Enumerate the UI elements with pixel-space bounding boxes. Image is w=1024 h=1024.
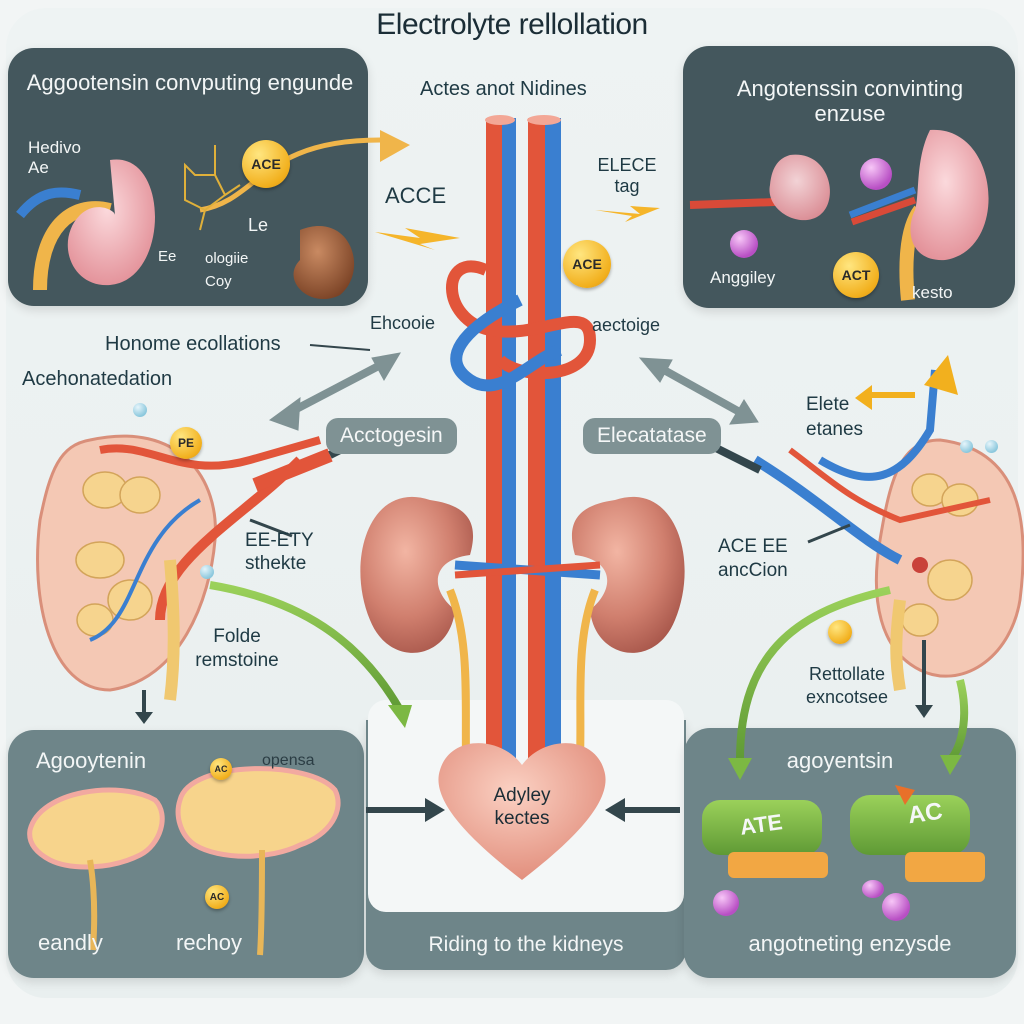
bottom-right-caption: angotneting enzysde xyxy=(748,931,952,956)
ac-badge-top: AC xyxy=(210,758,232,780)
molecule-bead xyxy=(882,893,910,921)
label-folde: Folde remstoine xyxy=(195,626,279,671)
bottom-left-label-eandly: eandly xyxy=(38,930,103,955)
top-left-label-le: Le xyxy=(248,215,269,235)
droplet xyxy=(200,565,214,579)
lightning-left xyxy=(375,228,460,250)
top-left-label-ologiie: ologiie Coy xyxy=(205,250,249,290)
label-elete: Elete etanes xyxy=(806,394,864,440)
diagram-title: Electrolyte rellollation xyxy=(376,8,648,41)
label-acce: ACCE xyxy=(385,183,447,208)
label-hormone: Honome ecollations xyxy=(105,333,281,355)
bottom-left-label-rechoy: rechoy xyxy=(176,930,243,955)
label-ace-ee: ACE EE ancCion xyxy=(718,536,788,581)
label-ehcooie: Ehcooie xyxy=(370,313,436,333)
bottom-center-caption: Riding to the kidneys xyxy=(428,933,624,956)
bottom-right-art xyxy=(702,785,985,882)
left-kidney-section xyxy=(36,434,322,724)
central-vessels xyxy=(446,115,597,758)
molecule-bead xyxy=(713,890,739,916)
droplet xyxy=(985,440,998,453)
label-aectoige: aectoige xyxy=(592,315,661,335)
bottom-left-heading: Agooytenin xyxy=(36,748,147,773)
top-left-label-hedivo: Hedivo Ae xyxy=(28,138,81,177)
label-rettollate: Rettollate exncotsee xyxy=(805,664,889,708)
act-badge: ACT xyxy=(833,252,879,298)
center-ace-badge: ACE xyxy=(563,240,611,288)
pe-badge: PE xyxy=(170,427,202,459)
bottom-left-art xyxy=(27,766,341,956)
small-badge xyxy=(828,620,852,644)
top-right-art xyxy=(689,129,989,301)
bottom-right-heading: agoyentsin xyxy=(786,748,894,773)
label-elece-tag: ELECE tag xyxy=(597,155,657,196)
top-right-label-anggiley: Anggiley xyxy=(710,268,776,287)
tag-elecatase: Elecatatase xyxy=(583,418,721,454)
top-right-label-kesto: kesto xyxy=(912,283,953,302)
tag-acctogesin: Acctogesin xyxy=(326,418,457,454)
ace-badge: ACE xyxy=(242,140,290,188)
top-left-heading: Aggootensin convputing engunde xyxy=(26,70,354,95)
droplet xyxy=(960,440,973,453)
top-left-label-ee: Ee xyxy=(158,248,177,265)
ac-badge-bottom: AC xyxy=(205,885,229,909)
heart-label: Adyley kectes xyxy=(493,785,551,829)
flow-arrows xyxy=(268,352,759,431)
lightning-right xyxy=(595,206,660,222)
block-ac-label: AC xyxy=(906,797,945,830)
bottom-left-side-label: opensa xyxy=(262,752,315,769)
right-kidney-section xyxy=(752,355,1024,718)
heart-shape xyxy=(438,743,606,880)
molecule-bead xyxy=(730,230,758,258)
molecule-bead xyxy=(862,880,884,898)
label-eety: EE-ETY sthekte xyxy=(245,530,314,574)
diagram-subtitle: Actes anot Nidines xyxy=(420,78,587,100)
label-acehon: Acehonatedation xyxy=(22,368,173,390)
top-left-art xyxy=(16,130,410,300)
center-kidneys xyxy=(360,496,685,761)
molecule-bead xyxy=(860,158,892,190)
top-right-heading: Angotenssin convinting enzuse xyxy=(736,76,964,127)
droplet xyxy=(133,403,147,417)
